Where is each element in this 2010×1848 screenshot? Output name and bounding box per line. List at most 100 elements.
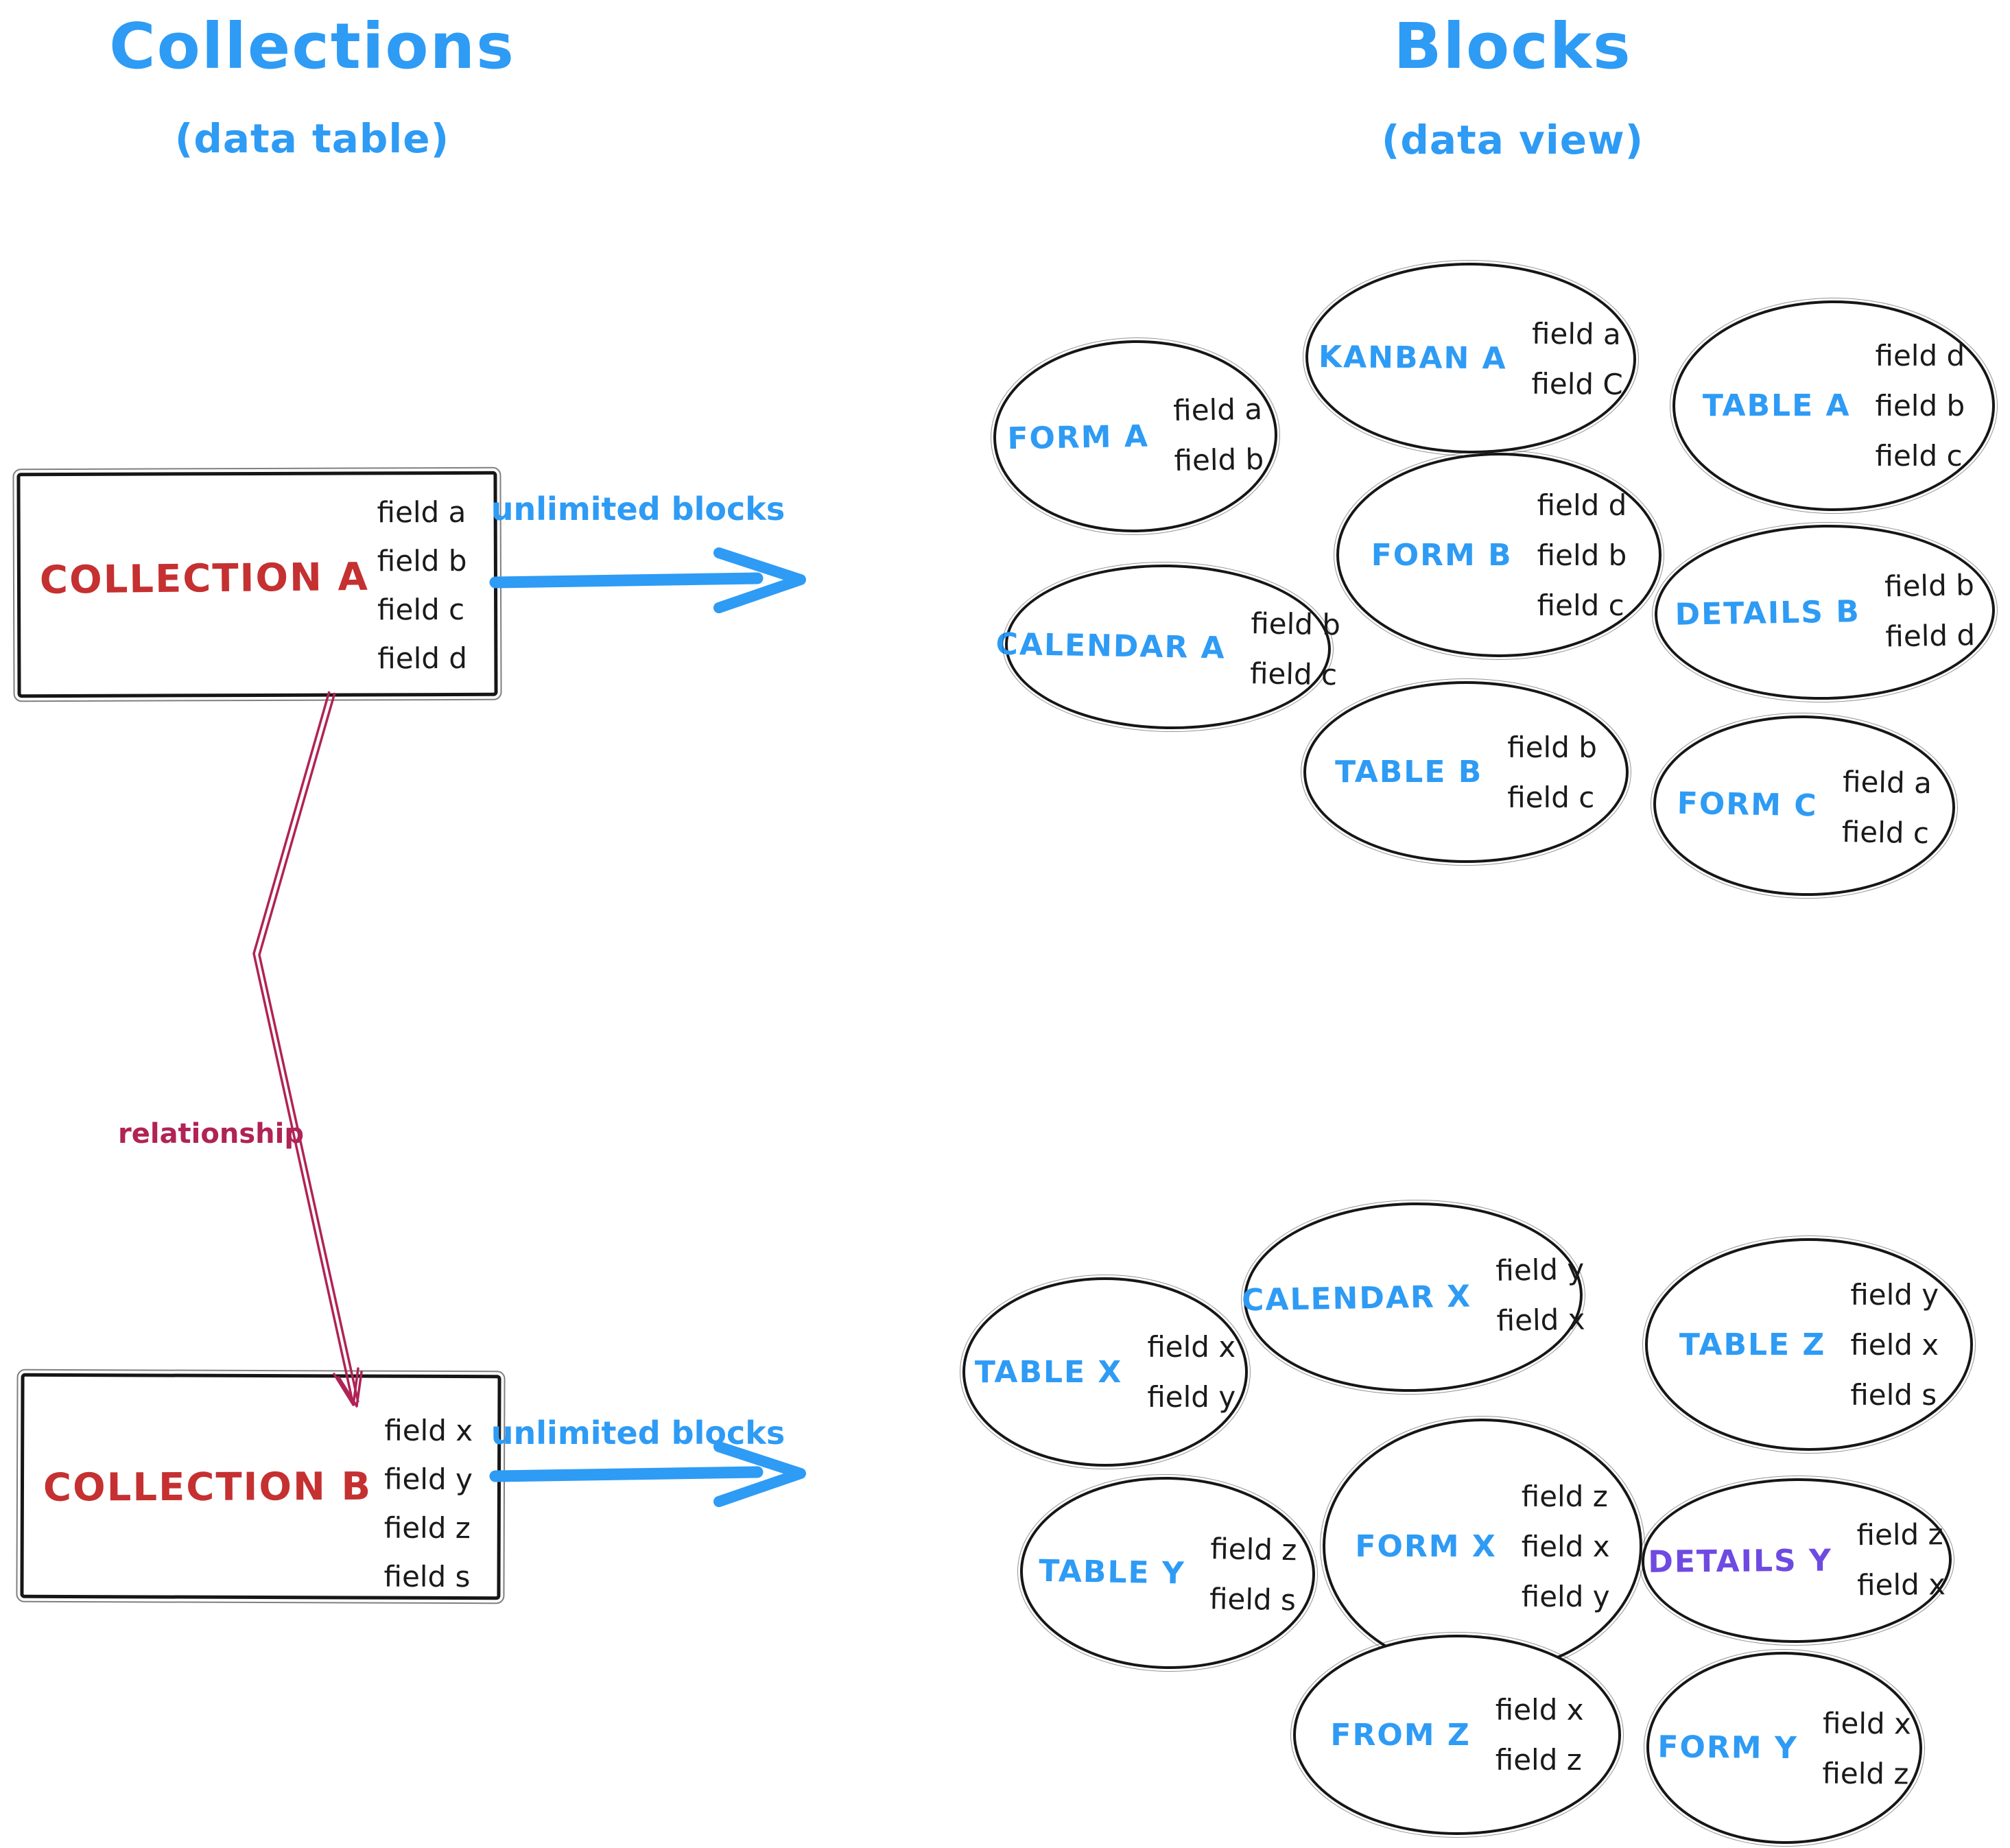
field-item: field c [377, 592, 465, 627]
block-ellipse-details-y: DETAILS Y field z field x [1637, 1473, 1956, 1648]
block-fields: field a field c [1841, 764, 1932, 849]
block-ellipse-form-x: FORM X field z field x field y [1320, 1416, 1645, 1677]
block-ellipse-table-b: TABLE B field b field c [1301, 678, 1631, 866]
collections-title: Collections [109, 10, 515, 83]
field-item: field y [1850, 1277, 1939, 1312]
field-item: field y [1521, 1579, 1610, 1613]
collection-a-box: COLLECTION A field a field b field c fie… [12, 466, 502, 702]
field-item: field z [1521, 1479, 1608, 1513]
unlimited-blocks-label-b: unlimited blocks [490, 1414, 785, 1452]
field-item: field x [1856, 1567, 1946, 1602]
unlimited-blocks-arrow-b [489, 1441, 806, 1507]
blocks-title: Blocks [1393, 10, 1632, 83]
field-item: field s [383, 1559, 471, 1594]
block-fields: field a field C [1531, 317, 1623, 401]
block-label: DETAILS Y [1648, 1543, 1833, 1580]
block-fields: field b field c [1507, 731, 1597, 814]
field-item: field s [1850, 1377, 1937, 1412]
block-label: TABLE Y [1038, 1553, 1186, 1591]
block-fields: field z field x field y [1522, 1480, 1610, 1613]
block-label: DETAILS B [1675, 594, 1861, 632]
field-item: field x [1850, 1327, 1939, 1362]
block-ellipse-form-y: FORM Y field x field z [1642, 1648, 1926, 1848]
field-item: field b [1250, 606, 1341, 642]
block-fields: field z field s [1209, 1532, 1297, 1617]
field-item: field b [1507, 730, 1597, 764]
block-ellipse-table-y: TABLE Y field z field s [1015, 1471, 1320, 1674]
field-item: field x [1521, 1529, 1610, 1563]
field-item: field b [1174, 442, 1264, 478]
field-item: field x [1822, 1706, 1912, 1741]
block-ellipse-form-b: FORM B field d field b field c [1334, 450, 1664, 660]
field-item: field x [1147, 1330, 1236, 1364]
field-item: field b [1875, 389, 1965, 423]
field-item: field z [383, 1511, 471, 1545]
block-ellipse-table-z: TABLE Z field y field x field s [1642, 1235, 1976, 1454]
collections-subtitle: (data table) [174, 115, 450, 162]
field-item: field y [1147, 1380, 1236, 1414]
field-item: field x [1496, 1302, 1585, 1338]
collection-b-fields: field x field y field z field s [383, 1414, 473, 1594]
unlimited-blocks-arrow-a [489, 547, 806, 613]
block-label: FORM B [1371, 537, 1513, 573]
block-label: FORM Y [1657, 1729, 1798, 1766]
field-item: field y [383, 1462, 473, 1497]
block-fields: field x field z [1495, 1693, 1584, 1777]
block-fields: field b field d [1884, 568, 1976, 653]
block-fields: field d field b field c [1876, 339, 1965, 473]
block-ellipse-table-x: TABLE X field x field y [960, 1275, 1251, 1469]
block-fields: field a field b [1173, 392, 1264, 477]
block-fields: field x field y [1147, 1330, 1235, 1414]
field-item: field a [1842, 764, 1932, 800]
block-label: FROM Z [1330, 1717, 1471, 1753]
field-item: field d [1884, 617, 1976, 653]
block-ellipse-details-b: DETAILS B field b field d [1650, 519, 2000, 706]
field-item: field c [1875, 439, 1963, 473]
field-item: field z [1822, 1756, 1909, 1791]
block-label: CALENDAR A [995, 626, 1227, 665]
block-ellipse-from-z: FROM Z field x field z [1290, 1632, 1624, 1838]
block-ellipse-calendar-x: CALENDAR X field y field x [1239, 1196, 1587, 1398]
block-fields: field b field c [1250, 606, 1341, 691]
blocks-subtitle: (data view) [1381, 117, 1644, 163]
unlimited-blocks-label-a: unlimited blocks [490, 490, 785, 528]
field-item: field d [1875, 339, 1965, 372]
block-fields: field z field x [1856, 1517, 1946, 1602]
field-item: field c [1841, 814, 1930, 850]
collection-a-label: COLLECTION A [39, 554, 370, 603]
block-fields: field x field z [1822, 1706, 1911, 1790]
block-ellipse-table-a: TABLE A field d field b field c [1670, 298, 1998, 514]
field-item: field z [1856, 1517, 1943, 1552]
block-label: CALENDAR X [1241, 1279, 1472, 1318]
field-item: field a [377, 495, 466, 530]
block-label: TABLE A [1702, 388, 1851, 423]
block-ellipse-kanban-a: KANBAN A field a field C [1301, 258, 1640, 458]
block-label: TABLE Z [1679, 1327, 1826, 1362]
field-item: field b [377, 543, 467, 578]
block-fields: field y field x field s [1850, 1278, 1939, 1412]
field-item: field c [1507, 780, 1595, 814]
block-label: TABLE X [974, 1354, 1123, 1390]
block-label: TABLE B [1335, 755, 1483, 790]
block-label: FORM C [1677, 785, 1818, 824]
field-item: field C [1531, 366, 1623, 401]
field-item: field z [1495, 1743, 1582, 1777]
field-item: field y [1495, 1252, 1585, 1288]
field-item: field d [377, 641, 468, 676]
field-item: field c [1537, 588, 1624, 622]
field-item: field c [1249, 656, 1338, 692]
field-item: field a [1531, 316, 1621, 351]
block-label: FORM X [1355, 1528, 1497, 1564]
block-ellipse-form-c: FORM C field a field c [1648, 710, 1960, 901]
field-item: field s [1209, 1582, 1297, 1618]
collection-a-fields: field a field b field c field d [377, 495, 468, 675]
collection-b-label: COLLECTION B [43, 1464, 373, 1511]
relationship-arrow [252, 691, 363, 1408]
field-item: field z [1209, 1532, 1297, 1567]
field-item: field d [1537, 488, 1627, 522]
relationship-label: relationship [118, 1118, 304, 1150]
block-fields: field d field b field c [1537, 488, 1627, 622]
field-item: field b [1884, 567, 1975, 603]
field-item: field a [1172, 392, 1263, 428]
